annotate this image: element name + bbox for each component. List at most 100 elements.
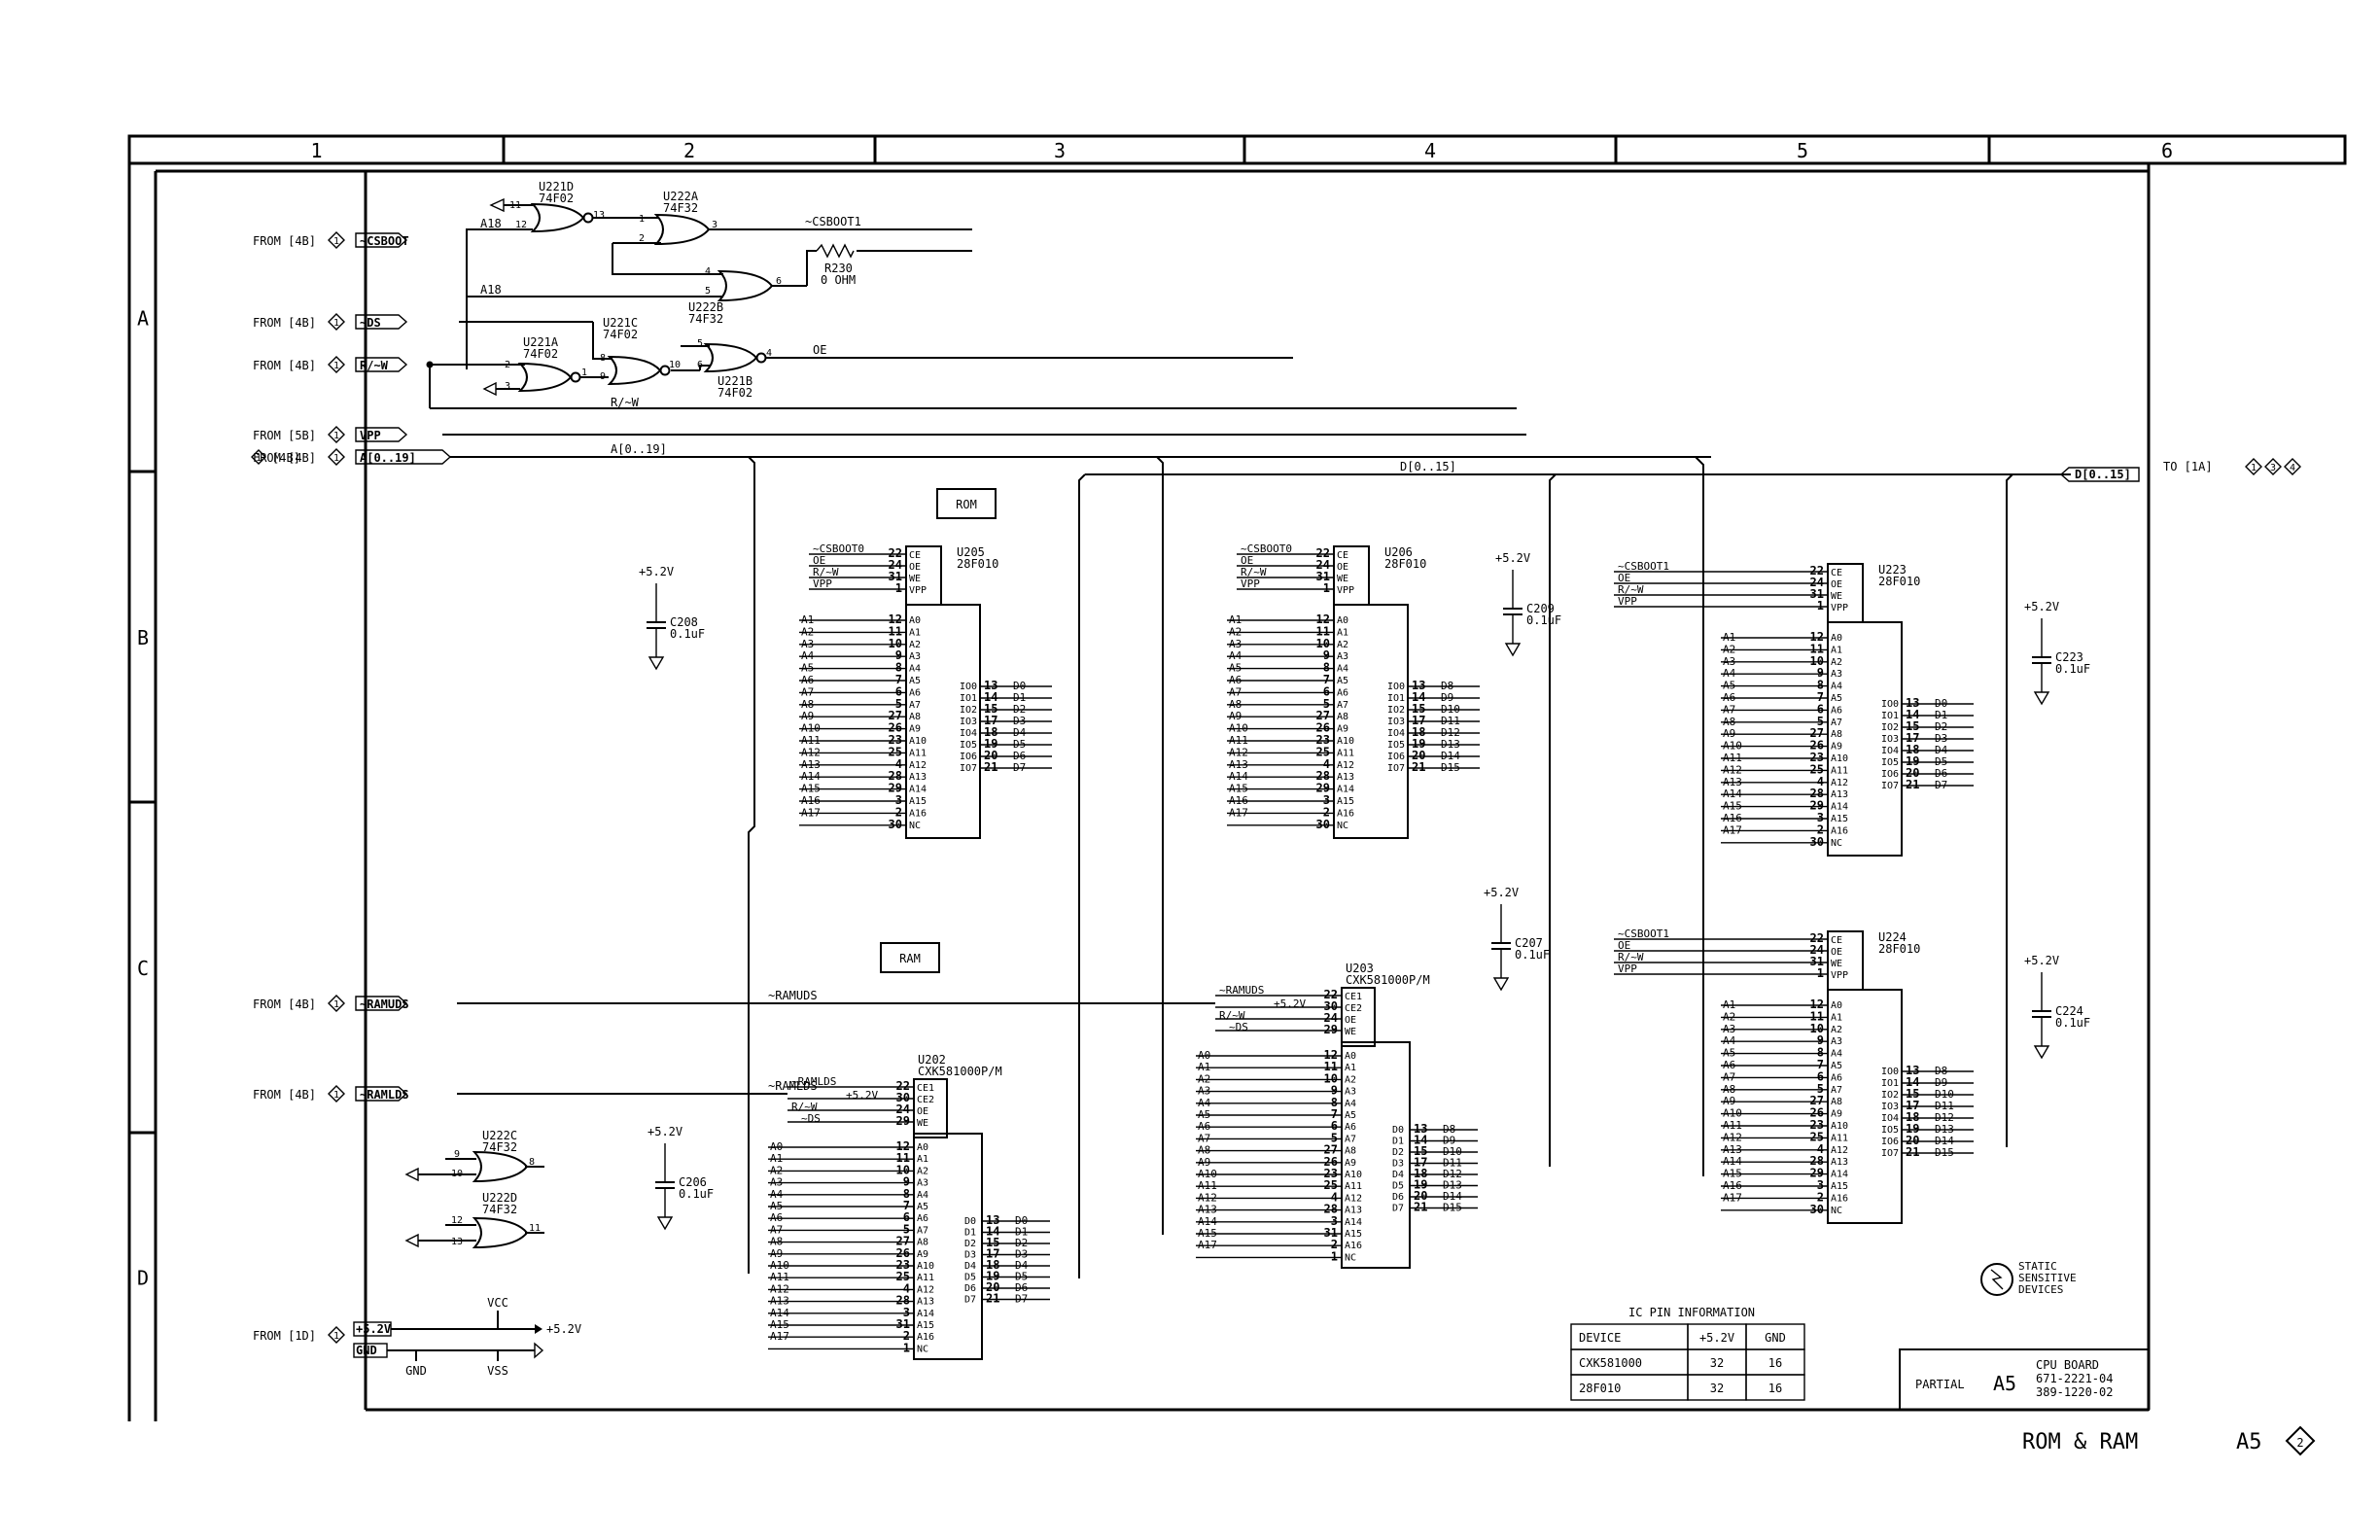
addr-pin: 30 — [1810, 1203, 1824, 1216]
diamond-ref-icon — [328, 448, 345, 466]
ctrl-signal-oe: OE — [813, 554, 825, 567]
column-label-4: 4 — [1424, 139, 1436, 162]
ctrl-signal-ds: ~DS — [801, 1112, 821, 1125]
bus-address-2 — [1079, 456, 1704, 1176]
addr-pin: 3 — [903, 1306, 910, 1319]
addr-label: A16 — [1345, 1241, 1362, 1251]
cap-supply: +5.2V — [2024, 600, 2059, 613]
signal-flag-icon — [355, 232, 408, 248]
addr-label: A0 — [917, 1142, 928, 1153]
io-label: D6 — [964, 1283, 976, 1294]
ctrl-pin: 31 — [1810, 955, 1824, 968]
gate-name: U221B — [718, 374, 752, 388]
addr-pin: 9 — [895, 648, 902, 662]
addr-pin: 6 — [1331, 1119, 1338, 1133]
arrow-icon — [404, 1233, 419, 1248]
ground-icon — [1492, 977, 1510, 992]
gnd-flag — [353, 1343, 388, 1358]
data-signal: D13 — [1935, 1123, 1954, 1136]
table-text: 16 — [1768, 1382, 1782, 1395]
io-label: IO5 — [1387, 740, 1405, 751]
addr-pin: 1 — [1331, 1249, 1338, 1263]
addr-label: A5 — [917, 1202, 928, 1212]
addr-pin: 12 — [1324, 1048, 1338, 1062]
addr-signal: A4 — [770, 1188, 784, 1201]
data-signal: D14 — [1935, 1135, 1954, 1147]
ctrl-label: VPP — [1337, 585, 1354, 596]
input-signal: ~DS — [360, 316, 381, 330]
addr-signal: A5 — [801, 662, 814, 675]
static-note-line: DEVICES — [2018, 1283, 2063, 1296]
arrow-icon — [404, 1167, 419, 1182]
addr-label: A10 — [1337, 736, 1354, 747]
addr-label: A13 — [917, 1297, 934, 1308]
ctrl-label: WE — [909, 574, 921, 584]
cap-value: 0.1uF — [2055, 1016, 2090, 1030]
resistor-name: R230 — [824, 262, 853, 275]
data-signal: D0 — [1013, 680, 1026, 692]
addr-signal: A8 — [801, 698, 814, 711]
io-label: D0 — [1392, 1125, 1404, 1136]
ctrl-label: CE2 — [917, 1095, 934, 1105]
chip-type: 28F010 — [957, 557, 998, 571]
addr-signal: A11 — [801, 734, 821, 747]
vss-label: VSS — [487, 1364, 508, 1378]
addr-label: A12 — [1831, 1145, 1848, 1156]
input-signal: ~RAMLDS — [360, 1088, 409, 1102]
chip-name: U202 — [918, 1053, 946, 1067]
input-ref: 1 — [333, 999, 339, 1010]
cap-value: 0.1uF — [1515, 948, 1550, 962]
ctrl-label: OE — [909, 562, 921, 573]
ctrl-label: CE — [1337, 550, 1348, 561]
addr-signal: A10 — [1723, 740, 1742, 752]
addr-signal: A9 — [770, 1247, 783, 1260]
io-pin: 19 — [1906, 754, 1919, 768]
addr-label: A9 — [1345, 1158, 1356, 1169]
addr-pin: 3 — [1331, 1214, 1338, 1228]
gnd-signal: GND — [356, 1344, 377, 1357]
addr-label: A7 — [1345, 1134, 1356, 1144]
io-label: D4 — [964, 1261, 976, 1272]
ctrl-label: CE — [1831, 935, 1842, 946]
addr-pin: 4 — [903, 1281, 910, 1295]
addr-signal: A6 — [1723, 1059, 1735, 1071]
io-pin: 21 — [984, 760, 998, 774]
addr-signal: A3 — [1723, 655, 1735, 668]
io-label: IO5 — [960, 740, 977, 751]
row-label-A: A — [137, 307, 149, 331]
data-signal: D6 — [1015, 1281, 1028, 1294]
addr-signal: A7 — [1229, 685, 1242, 698]
ctrl-pin: 22 — [1810, 564, 1824, 578]
io-label: D6 — [1392, 1192, 1404, 1203]
io-label: IO6 — [1881, 769, 1899, 780]
input-from-label: FROM [4B] — [253, 451, 316, 465]
addr-label: A2 — [917, 1166, 928, 1176]
addr-label: A12 — [917, 1284, 934, 1295]
data-signal: D5 — [1015, 1271, 1028, 1283]
addr-signal: A6 — [801, 674, 814, 686]
pin: 1 — [639, 214, 645, 225]
data-signal: D14 — [1443, 1190, 1462, 1203]
addr-label: A11 — [909, 748, 927, 758]
addr-pin: 23 — [889, 733, 902, 747]
io-pin: 21 — [1906, 1145, 1919, 1159]
pin: 3 — [505, 381, 510, 392]
addr-label: A3 — [909, 651, 921, 662]
addr-label: A2 — [1337, 640, 1348, 650]
addr-signal: A5 — [1198, 1108, 1210, 1121]
ctrl-pin: 24 — [1316, 558, 1330, 572]
addr-signal: A5 — [770, 1200, 783, 1212]
data-signal: D7 — [1935, 779, 1947, 791]
addr-label: A1 — [909, 627, 921, 638]
addr-label: A16 — [909, 808, 927, 819]
gate-name: U222D — [482, 1191, 517, 1205]
chip-u206: CE22OE24WE31VPP1~CSBOOT0OER/~WVPPU20628F… — [1227, 542, 1480, 839]
ctrl-signal-vpp: VPP — [1618, 962, 1637, 975]
addr-signal: A6 — [770, 1211, 783, 1224]
addr-label: A2 — [1345, 1074, 1356, 1085]
column-label-2: 2 — [683, 139, 695, 162]
